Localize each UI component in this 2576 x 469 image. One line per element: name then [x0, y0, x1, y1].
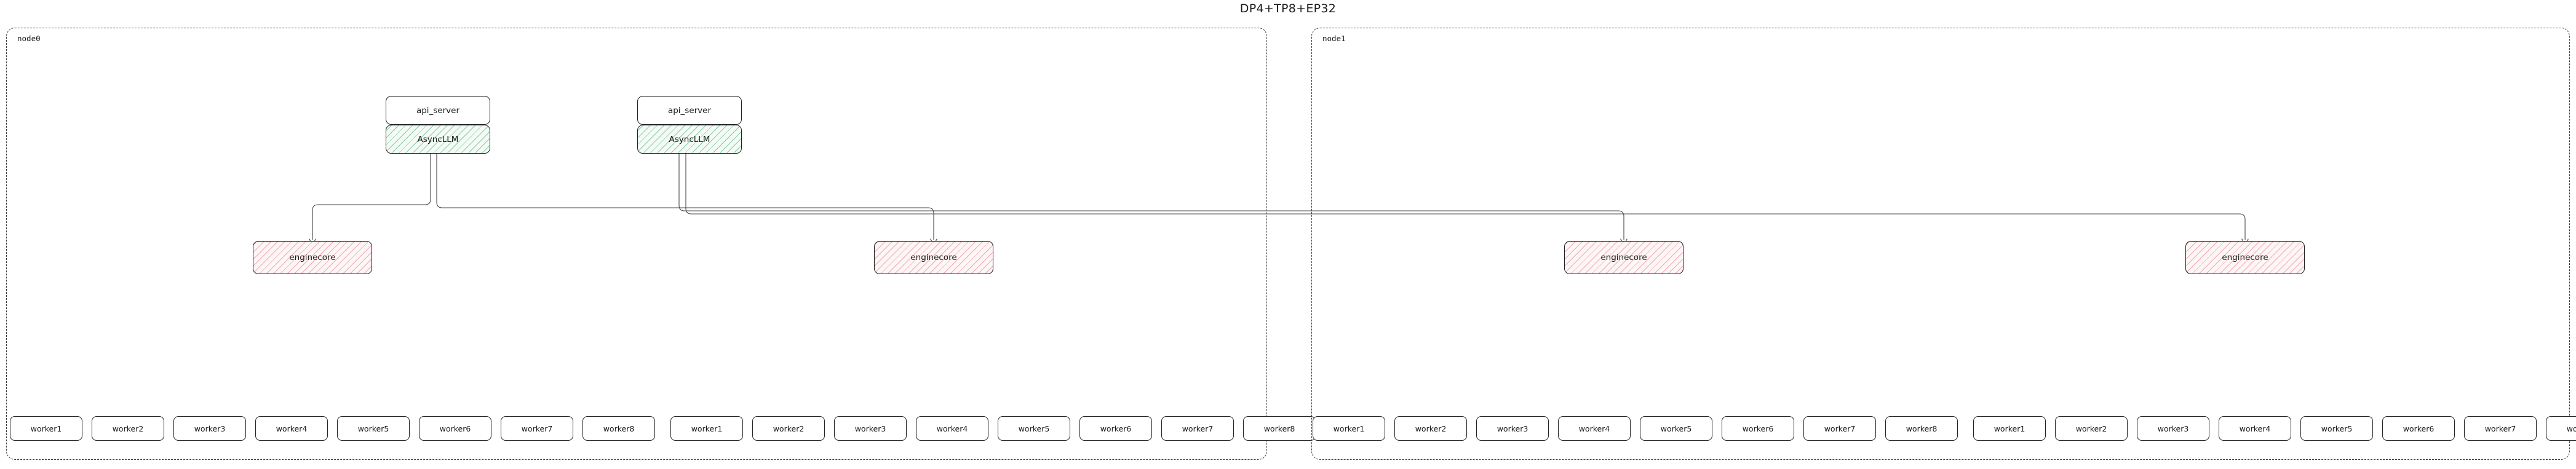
- worker-box[interactable]: worker5: [998, 416, 1070, 441]
- worker-box[interactable]: worker8: [1243, 416, 1316, 441]
- worker-box-label: worker6: [439, 424, 471, 433]
- worker-box-label: worker1: [1994, 424, 2025, 433]
- enginecore-box-label: enginecore: [910, 253, 957, 262]
- enginecore-box[interactable]: enginecore: [1564, 241, 1684, 274]
- worker-box-label: worker7: [2484, 424, 2516, 433]
- api-server-box-label: api_server: [667, 105, 712, 116]
- worker-box[interactable]: worker2: [92, 416, 164, 441]
- enginecore-box-label: enginecore: [2222, 253, 2268, 262]
- worker-box[interactable]: worker4: [2219, 416, 2291, 441]
- worker-box-label: worker7: [1182, 424, 1214, 433]
- worker-box-label: worker1: [1333, 424, 1365, 433]
- worker-box-label: worker4: [1578, 424, 1610, 433]
- worker-box[interactable]: worker6: [419, 416, 491, 441]
- worker-box[interactable]: worker1: [1973, 416, 2046, 441]
- worker-box[interactable]: worker1: [1313, 416, 1385, 441]
- worker-box-label: worker3: [1497, 424, 1529, 433]
- worker-box-label: worker4: [2239, 424, 2271, 433]
- worker-box-label: worker5: [2321, 424, 2353, 433]
- worker-box-label: worker6: [1742, 424, 1774, 433]
- worker-box-label: worker4: [276, 424, 308, 433]
- worker-box[interactable]: worker7: [501, 416, 573, 441]
- worker-box[interactable]: worker6: [1722, 416, 1794, 441]
- worker-box-label: worker5: [1660, 424, 1692, 433]
- api-server-box-label: api_server: [416, 105, 460, 116]
- worker-box[interactable]: worker7: [1803, 416, 1876, 441]
- asyncllm-box[interactable]: AsyncLLM: [637, 125, 742, 154]
- worker-box[interactable]: worker2: [752, 416, 825, 441]
- node-label-node1: node1: [1322, 34, 1346, 43]
- worker-box-label: worker1: [30, 424, 62, 433]
- worker-box-label: worker2: [1415, 424, 1447, 433]
- worker-box-label: worker1: [691, 424, 723, 433]
- worker-box[interactable]: worker6: [1079, 416, 1152, 441]
- worker-box-label: worker3: [194, 424, 226, 433]
- worker-box[interactable]: worker7: [2464, 416, 2537, 441]
- worker-box-label: worker2: [773, 424, 805, 433]
- worker-box[interactable]: worker5: [2300, 416, 2373, 441]
- worker-box[interactable]: worker3: [834, 416, 907, 441]
- worker-box[interactable]: worker8: [582, 416, 655, 441]
- worker-box[interactable]: worker2: [1394, 416, 1467, 441]
- worker-box[interactable]: worker3: [173, 416, 246, 441]
- worker-box[interactable]: worker1: [670, 416, 743, 441]
- api-server-box[interactable]: api_server: [386, 96, 490, 125]
- enginecore-box-label: enginecore: [1600, 253, 1647, 262]
- asyncllm-box[interactable]: AsyncLLM: [386, 125, 490, 154]
- worker-box[interactable]: worker1: [10, 416, 82, 441]
- node-cluster-node0: node0: [6, 28, 1267, 460]
- enginecore-box[interactable]: enginecore: [2185, 241, 2305, 274]
- worker-box-label: worker6: [2403, 424, 2435, 433]
- worker-box-label: worker3: [854, 424, 886, 433]
- node-cluster-node1: node1: [1311, 28, 2570, 460]
- worker-box[interactable]: worker5: [337, 416, 410, 441]
- worker-box[interactable]: worker8: [2546, 416, 2576, 441]
- worker-box-label: worker5: [1018, 424, 1050, 433]
- worker-box-label: worker4: [936, 424, 968, 433]
- worker-box-label: worker7: [1824, 424, 1856, 433]
- worker-box[interactable]: worker4: [255, 416, 328, 441]
- enginecore-box[interactable]: enginecore: [874, 241, 993, 274]
- worker-box-label: worker5: [357, 424, 389, 433]
- worker-box[interactable]: worker6: [2382, 416, 2455, 441]
- worker-box-label: worker2: [112, 424, 144, 433]
- node-label-node0: node0: [17, 34, 41, 43]
- worker-box-label: worker8: [1906, 424, 1938, 433]
- worker-box-label: worker7: [521, 424, 553, 433]
- worker-box-label: worker8: [603, 424, 635, 433]
- worker-box-label: worker8: [2566, 424, 2576, 433]
- worker-box[interactable]: worker7: [1161, 416, 1234, 441]
- worker-box[interactable]: worker3: [2137, 416, 2209, 441]
- worker-box-label: worker8: [1263, 424, 1295, 433]
- enginecore-box-label: enginecore: [289, 253, 336, 262]
- worker-box[interactable]: worker8: [1885, 416, 1958, 441]
- worker-box-label: worker6: [1100, 424, 1132, 433]
- worker-box[interactable]: worker2: [2055, 416, 2128, 441]
- worker-box[interactable]: worker4: [916, 416, 988, 441]
- api-server-box[interactable]: api_server: [637, 96, 742, 125]
- worker-box-label: worker3: [2157, 424, 2189, 433]
- worker-box[interactable]: worker3: [1476, 416, 1549, 441]
- worker-box-label: worker2: [2075, 424, 2107, 433]
- page-title: DP4+TP8+EP32: [1239, 2, 1337, 15]
- worker-box[interactable]: worker4: [1558, 416, 1631, 441]
- worker-box[interactable]: worker5: [1640, 416, 1712, 441]
- asyncllm-box-label: AsyncLLM: [417, 134, 459, 144]
- enginecore-box[interactable]: enginecore: [253, 241, 372, 274]
- asyncllm-box-label: AsyncLLM: [669, 134, 710, 144]
